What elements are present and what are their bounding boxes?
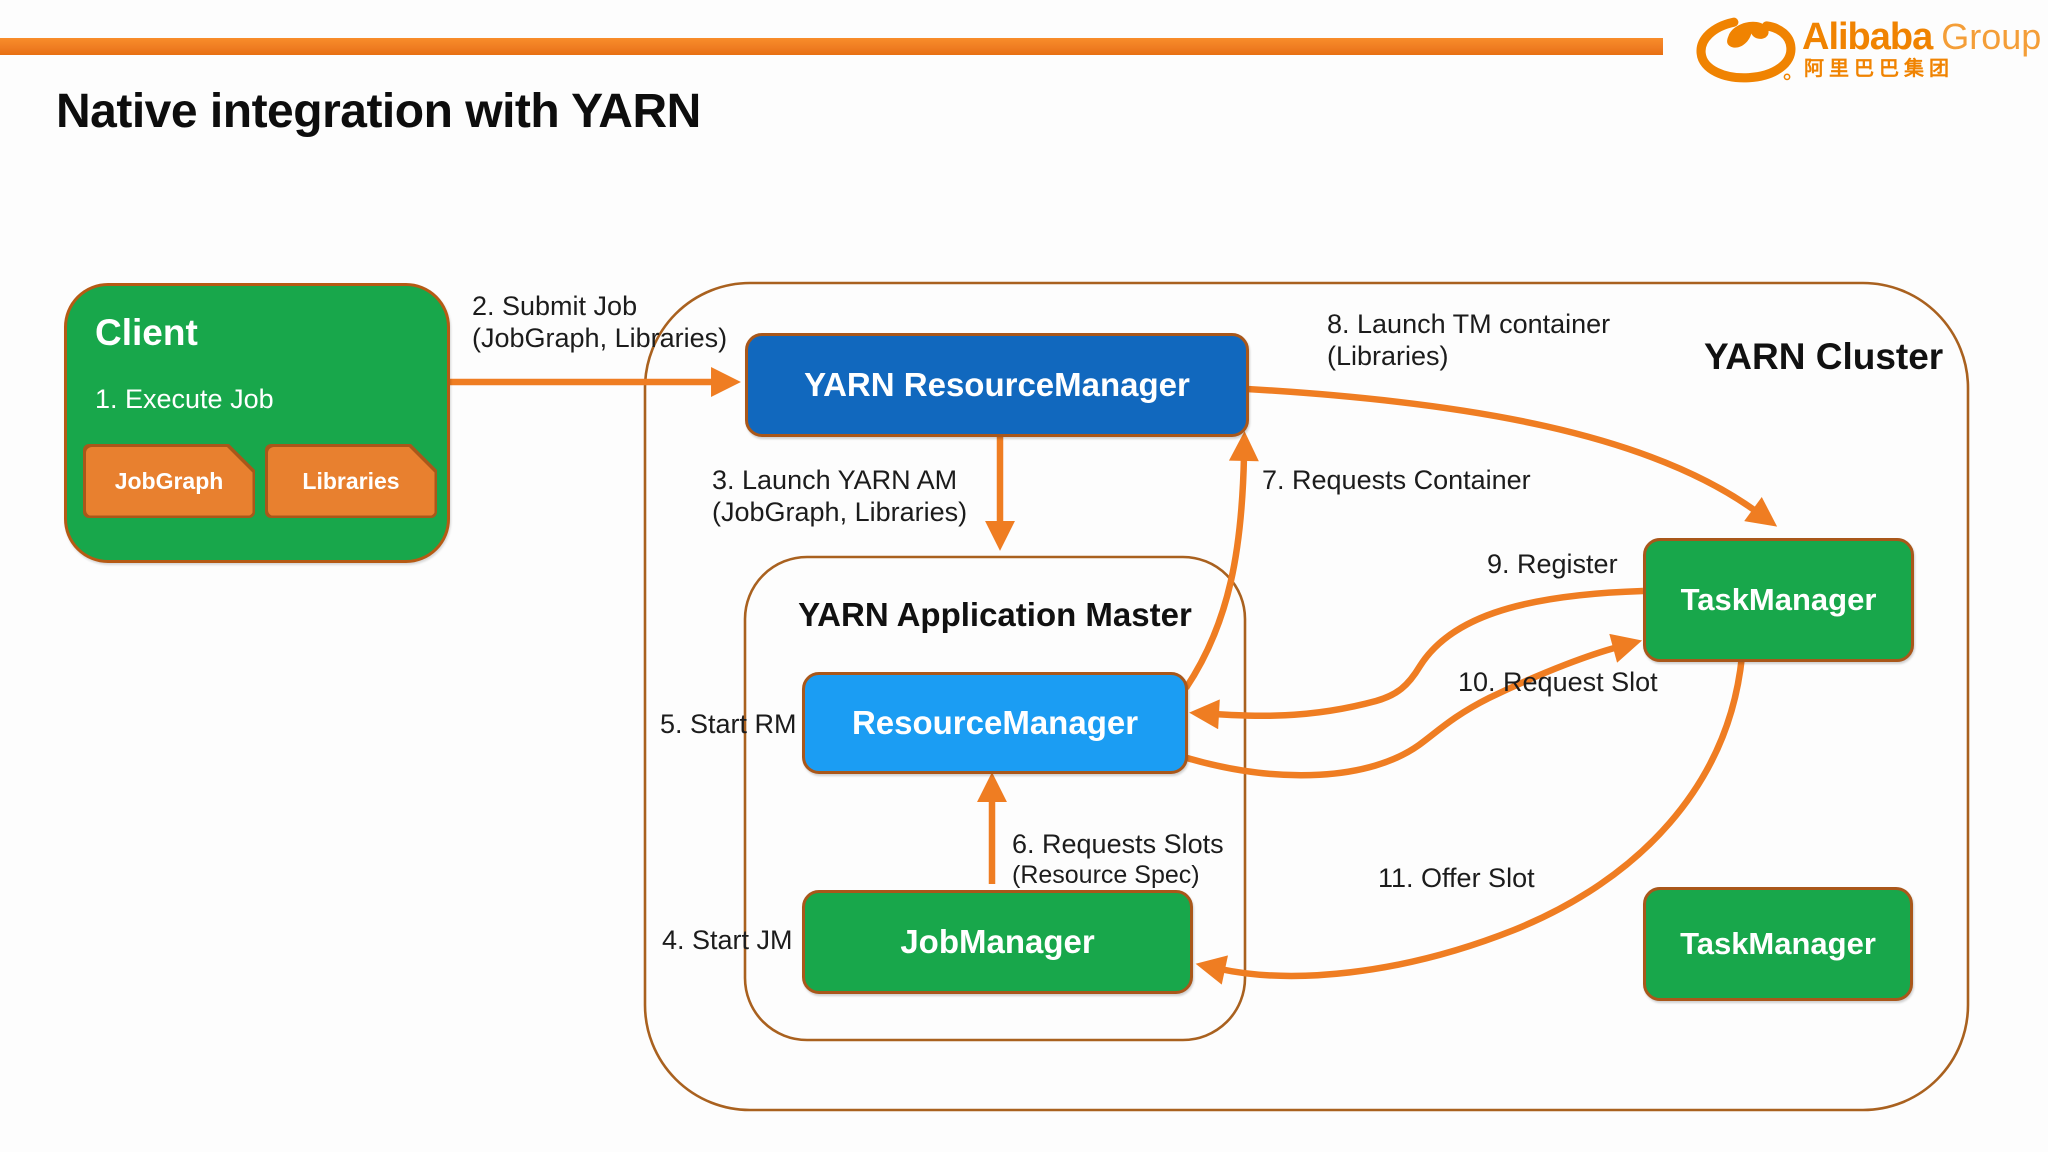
jobmanager-node: JobManager	[802, 890, 1193, 994]
step-1-execute-job-label: 1. Execute Job	[95, 384, 274, 414]
step-11-label: 11. Offer Slot	[1378, 863, 1535, 893]
step-9-label: 9. Register	[1487, 549, 1618, 579]
taskmanager-bottom-node: TaskManager	[1643, 887, 1913, 1001]
step-10-label: 10. Request Slot	[1458, 667, 1658, 697]
libraries-label: Libraries	[268, 447, 435, 516]
step-8-line-1: 8. Launch TM container	[1327, 309, 1611, 339]
step-3-line-2: (JobGraph, Libraries)	[712, 497, 968, 528]
client-title: Client	[95, 312, 198, 353]
arrow-10-request-slot	[1186, 633, 1643, 779]
yarn-cluster-container	[643, 281, 1970, 1112]
application-master-label: YARN Application Master	[798, 596, 1192, 633]
step-8-line-2: (Libraries)	[1327, 341, 1449, 372]
step-5-label: 5. Start RM	[660, 709, 797, 739]
logo-brand-suffix: Group	[1941, 15, 2042, 57]
step-2-label: 2. Submit Job (JobGraph, Libraries)	[472, 290, 727, 355]
logo-chinese-name: 阿里巴巴集团	[1804, 57, 1954, 80]
application-master-container	[743, 555, 1247, 1042]
jobgraph-artifact: JobGraph	[83, 444, 255, 518]
taskmanager-top-node: TaskManager	[1643, 538, 1914, 662]
jobgraph-label: JobGraph	[86, 447, 253, 516]
header-accent-bar	[0, 38, 1663, 55]
step-3-line-1: 3. Launch YARN AM	[712, 465, 958, 495]
step-2-line-2: (JobGraph, Libraries)	[472, 323, 728, 354]
alibaba-logo: Alibaba Group 阿里巴巴集团	[1692, 10, 2041, 86]
step-7-label: 7. Requests Container	[1262, 465, 1531, 495]
arrow-7-requests-container	[1183, 431, 1259, 690]
step-6-line-2: (Resource Spec)	[1012, 861, 1200, 890]
libraries-artifact: Libraries	[265, 444, 437, 518]
yarn-resourcemanager-node: YARN ResourceManager	[745, 333, 1249, 437]
step-8-label: 8. Launch TM container (Libraries)	[1327, 308, 1610, 373]
arrow-11-offer-slot	[1195, 655, 1746, 985]
arrow-9-register	[1189, 587, 1644, 730]
page-title: Native integration with YARN	[56, 85, 701, 138]
client-box: Client 1. Execute Job JobGraph Libraries	[64, 283, 450, 563]
logo-brand: Alibaba	[1802, 15, 1933, 58]
yarn-cluster-label: YARN Cluster	[1704, 336, 1944, 377]
alibaba-logo-text: Alibaba Group 阿里巴巴集团	[1802, 18, 2041, 79]
resourcemanager-node: ResourceManager	[802, 672, 1188, 774]
alibaba-smiley-icon	[1696, 17, 1796, 83]
step-6-line-1: 6. Requests Slots	[1012, 829, 1224, 859]
step-6-label: 6. Requests Slots (Resource Spec)	[1012, 828, 1224, 890]
step-2-line-1: 2. Submit Job	[472, 291, 638, 321]
arrow-8-launch-tm-container	[1246, 385, 1778, 527]
step-4-label: 4. Start JM	[662, 925, 793, 955]
step-3-label: 3. Launch YARN AM (JobGraph, Libraries)	[712, 464, 967, 529]
